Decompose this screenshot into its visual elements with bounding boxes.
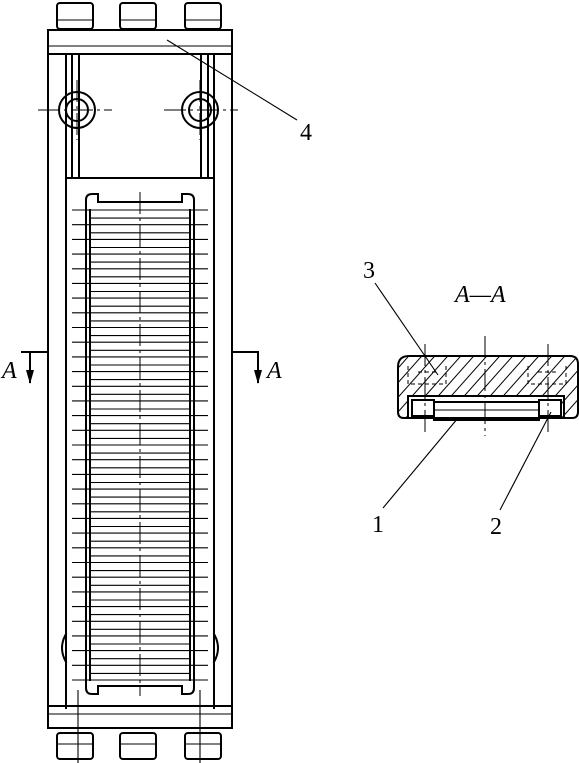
section-cut-marks: A A: [0, 351, 282, 384]
front-view: 4: [0, 2, 312, 763]
hatch-line: [398, 356, 450, 418]
top-bolt-heads: [56, 2, 222, 30]
leader-4: 4: [166, 39, 312, 146]
section-hidden-lines: [407, 366, 567, 385]
outer-frame: [47, 53, 233, 709]
section-slot: [407, 395, 565, 421]
section-mark-right: A: [265, 358, 282, 384]
part-label-3: 3: [363, 258, 375, 284]
bottom-lugs: [61, 632, 219, 664]
workpiece-stack: [72, 192, 208, 696]
top-clamp-plate: [47, 29, 233, 55]
hatch-line: [398, 356, 463, 418]
bottom-clamp-plate: [47, 705, 233, 729]
section-mark-left: A: [0, 358, 17, 384]
bottom-bolt-heads: [56, 690, 222, 763]
section-leaders: 3 1 2: [363, 258, 552, 540]
guide-posts: [71, 53, 209, 179]
section-body: [397, 355, 579, 419]
section-title: A—A: [453, 282, 506, 308]
part-label-4: 4: [300, 120, 312, 146]
part-label-1: 1: [372, 512, 384, 538]
section-view: A—A: [363, 258, 579, 540]
upper-pins: [38, 80, 238, 140]
part-label-2: 2: [490, 514, 502, 540]
